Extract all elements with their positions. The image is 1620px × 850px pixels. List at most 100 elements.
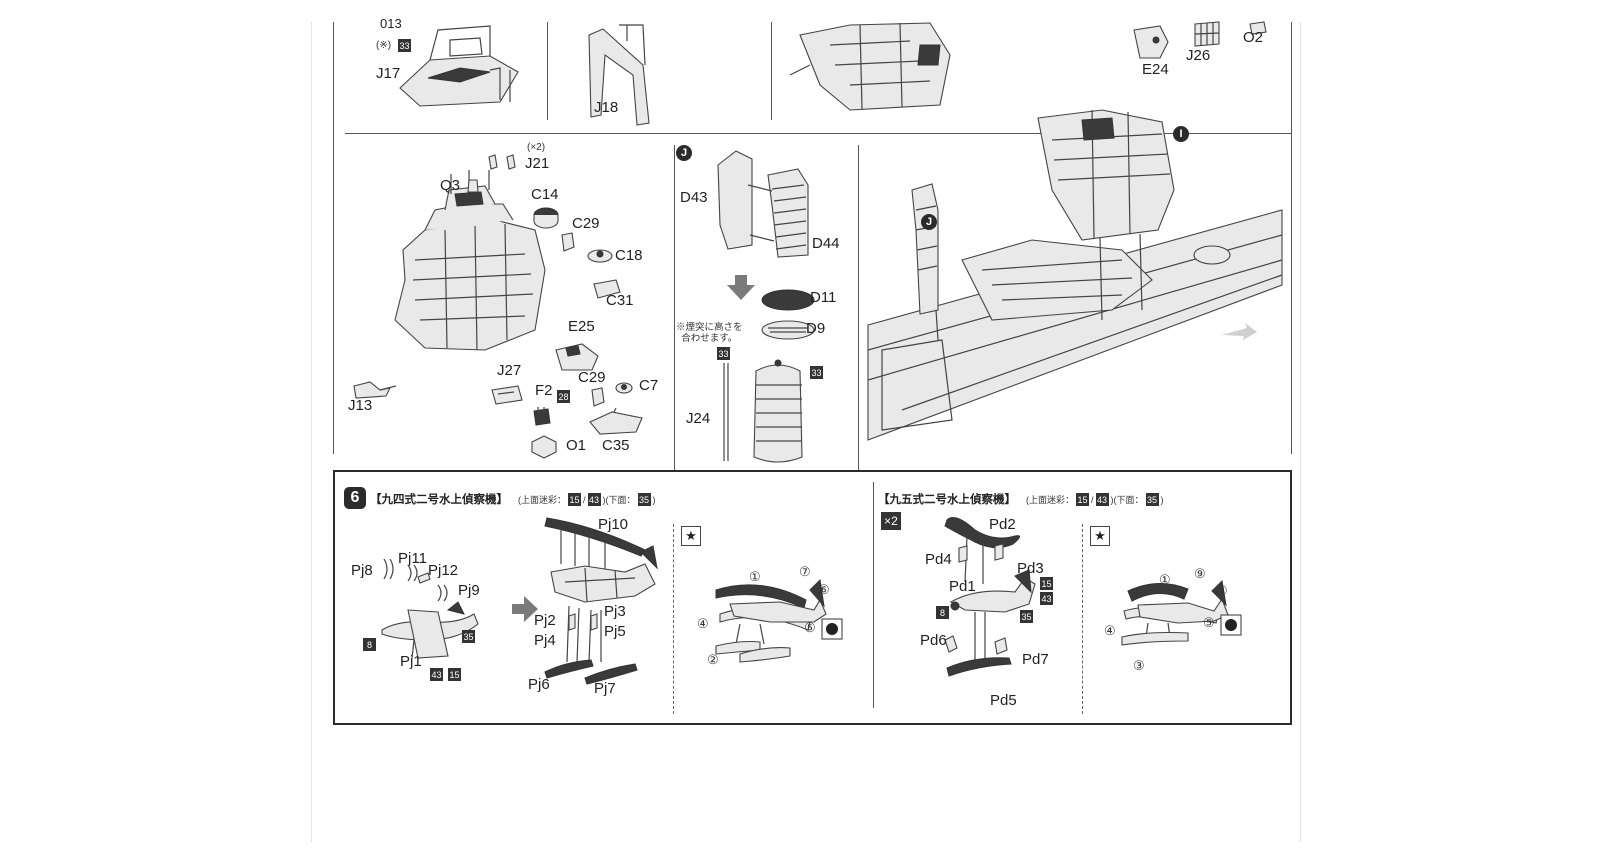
part-label-pd5: Pd5	[990, 692, 1017, 709]
callout-5-left: ⑤	[804, 620, 816, 635]
paint-suffix: )	[652, 494, 656, 505]
q3-drawing	[467, 179, 479, 193]
star-icon-right: ★	[1090, 526, 1110, 546]
part-label-pd4: Pd4	[925, 551, 952, 568]
part-label-pj3: Pj3	[604, 603, 626, 620]
aircraft-type-94-title: 【九四式二号水上偵察機】	[370, 494, 508, 506]
callout-9-right: ⑨	[1194, 566, 1206, 581]
part-label-q3: Q3	[440, 177, 461, 194]
part-label-o1: O1	[566, 437, 587, 454]
c35-drawing	[589, 407, 643, 435]
paint-mid: )(下面：	[602, 495, 636, 505]
divider-mid-1	[674, 145, 675, 470]
part-label-pj6: Pj6	[528, 676, 550, 693]
part-label-j13: J13	[348, 397, 373, 414]
bridge-tower-drawing	[394, 170, 546, 351]
part-label-j24: J24	[686, 410, 711, 427]
callout-4-right: ④	[1104, 623, 1116, 638]
part-label-f2: F2	[535, 382, 553, 399]
part-label-pj9: Pj9	[458, 582, 480, 599]
part-label-e25: E25	[568, 318, 595, 335]
type-95-completed-drawing	[1121, 579, 1229, 646]
funnel-shell-drawing	[717, 150, 809, 258]
o2-drawing	[1249, 21, 1267, 35]
pj-assembly-drawing	[544, 517, 658, 685]
part-label-pj5: Pj5	[604, 623, 626, 640]
paint-mid: )(下面：	[1110, 495, 1144, 505]
part-label-pd1: Pd1	[949, 578, 976, 595]
callout-5-right: ⑤	[1203, 615, 1215, 630]
part-label-d9: D9	[806, 320, 826, 337]
qty-j21: (×2)	[527, 142, 546, 153]
star-icon-left: ★	[681, 526, 701, 546]
part-label-e24: E24	[1142, 61, 1169, 78]
paint-suffix: )	[1160, 494, 1164, 505]
callout-3-right: ③	[1133, 658, 1145, 673]
j18-drawing	[588, 24, 650, 126]
f2-drawing	[533, 407, 551, 426]
c14-drawing	[533, 207, 559, 229]
paint-prefix: (上面迷彩：	[518, 495, 566, 505]
c29-upper-drawing	[561, 232, 575, 252]
paint-code-35-right: 35	[1020, 610, 1033, 623]
aircraft-type-94-paint: (上面迷彩： 15 / 43 )(下面： 35 )	[518, 493, 656, 506]
paint-code-43-left: 43	[430, 668, 443, 681]
part-label-j18: J18	[594, 99, 619, 116]
part-label-d44: D44	[812, 235, 840, 252]
paint-code-33-left: 33	[717, 347, 730, 360]
aircraft-type-95-title: 【九五式二号水上偵察機】	[878, 494, 1016, 506]
j24-funnel-drawing	[723, 359, 803, 463]
part-label-partial: 013	[380, 16, 402, 31]
callout-6-left: ⑥	[818, 582, 830, 597]
down-arrow-icon	[727, 275, 755, 300]
part-label-d43: D43	[680, 189, 708, 206]
d11-drawing	[761, 289, 815, 311]
part-label-j26: J26	[1186, 47, 1211, 64]
paint-code: 35	[637, 493, 651, 506]
part-label-j17: J17	[376, 65, 401, 82]
part-label-c31: C31	[606, 292, 634, 309]
part-label-pd2: Pd2	[989, 516, 1016, 533]
part-label-pj7: Pj7	[594, 680, 616, 697]
dashed-divider-left	[673, 524, 674, 714]
part-label-j21: J21	[525, 155, 550, 172]
o1-drawing	[531, 435, 557, 459]
callout-7-left: ⑦	[799, 564, 811, 579]
marker-j-hull: J	[921, 214, 937, 230]
divider-top-2	[771, 22, 772, 120]
quantity-badge: ×2	[881, 512, 901, 530]
paint-separator: /	[583, 494, 586, 505]
part-label-c29-upper: C29	[572, 215, 600, 232]
part-label-pj10: Pj10	[598, 516, 629, 533]
c18-drawing	[587, 249, 613, 263]
paint-code-35-left: 35	[462, 630, 475, 643]
pj-small-parts-drawing	[383, 558, 448, 602]
part-label-pj12: Pj12	[428, 562, 459, 579]
part-label-pj1: Pj1	[400, 653, 422, 670]
part-label-o2: O2	[1243, 29, 1264, 46]
paint-code-33-right: 33	[810, 366, 823, 379]
part-label-pj11: Pj11	[398, 550, 427, 567]
marker-i: I	[1173, 126, 1189, 142]
paint-separator: /	[1091, 494, 1094, 505]
pj1-fuselage-drawing	[381, 601, 479, 659]
c7-drawing	[615, 382, 633, 394]
paint-code: 43	[1095, 493, 1109, 506]
paint-code-33: 33	[398, 39, 411, 52]
frame-right-edge	[1291, 22, 1292, 454]
superstructure-drawing	[789, 22, 951, 111]
paint-code: 43	[587, 493, 601, 506]
part-label-pj2: Pj2	[534, 612, 556, 629]
step-number-6: 6	[344, 487, 366, 509]
divider-step6	[873, 482, 874, 708]
part-label-d11: D11	[810, 289, 837, 306]
roundel-icon-right	[1220, 614, 1242, 636]
part-label-pd6: Pd6	[920, 632, 947, 649]
divider-top-1	[547, 22, 548, 120]
part-label-pd7: Pd7	[1022, 651, 1049, 668]
e24-drawing	[1133, 25, 1169, 59]
paint-code-8-right: 8	[936, 606, 949, 619]
e25-drawing	[555, 343, 599, 371]
paint-code: 15	[1076, 493, 1089, 506]
divider-horizontal	[345, 133, 1291, 134]
